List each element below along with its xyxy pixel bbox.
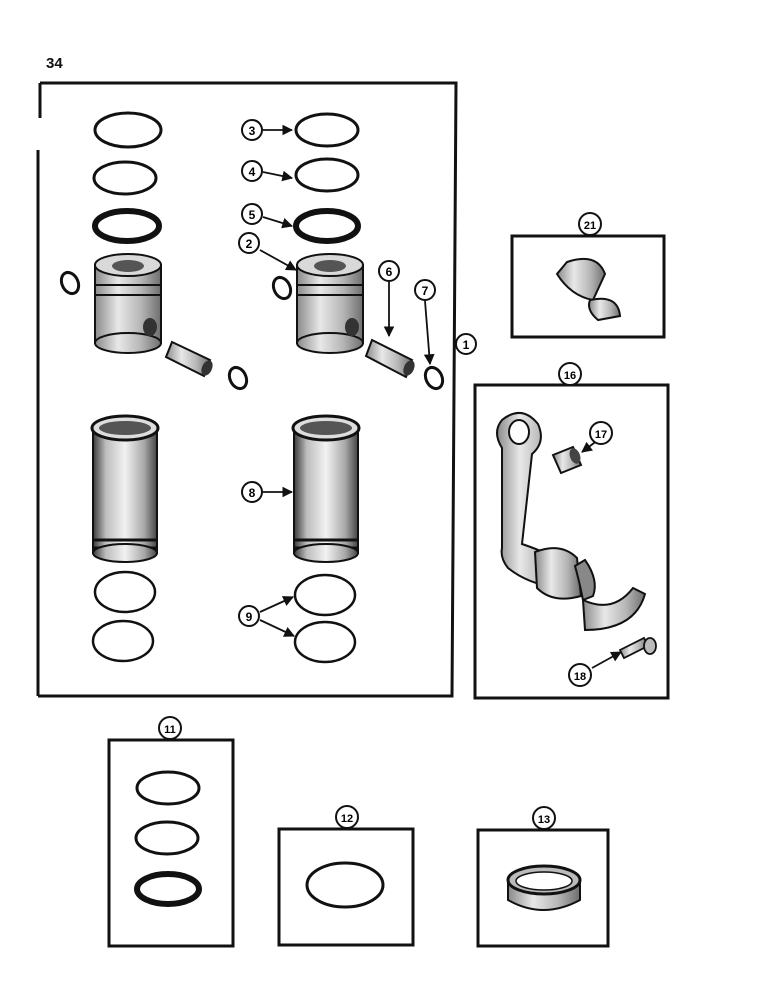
left-liner-seal-b [91,619,155,663]
svg-text:17: 17 [595,429,607,441]
left-liner-seal-a [93,570,157,614]
rod-bearing-shells [533,547,596,602]
callout-11: 11 [158,716,182,740]
kit-11-box [107,738,235,948]
right-liner-seal-b [293,620,357,664]
kit-13-sleeve [506,864,582,911]
svg-text:13: 13 [538,814,550,826]
right-cylinder-liner [291,414,361,563]
right-ring-oil [293,208,361,244]
left-ring-oil [92,208,162,244]
svg-text:16: 16 [564,370,576,382]
kit-11-ring-oil [134,871,202,907]
callout-1: 1 [455,333,477,355]
svg-text:8: 8 [249,486,256,500]
callout-6: 6 [378,260,400,282]
left-ring-middle [92,160,158,196]
callout-21: 21 [578,212,602,236]
rod-cap [581,586,647,632]
left-piston-pin [164,340,213,378]
kit-21-bushing [555,258,622,322]
svg-text:11: 11 [164,724,176,736]
right-ring-top [294,112,360,148]
kit-12-box [277,827,415,947]
svg-text:3: 3 [249,124,256,138]
left-piston [94,253,162,354]
right-ring-middle [294,157,360,193]
callout-5: 5 [241,203,263,225]
main-kit-box [36,81,458,698]
kit-11-ring-middle [134,820,200,856]
callout-3: 3 [241,119,263,141]
svg-text:6: 6 [386,265,393,279]
kit-21-box [510,234,666,339]
right-piston-pin [364,338,415,379]
left-snap-ring-b [227,365,249,391]
svg-text:12: 12 [341,813,353,825]
kit-12-seal-ring [305,861,385,909]
page-number: 34 [46,55,63,72]
callout-13: 13 [532,806,556,830]
callout-4: 4 [241,160,263,182]
right-snap-ring-b [423,365,445,391]
callout-17: 17 [589,421,613,445]
left-ring-top [93,111,163,149]
kit-13-box [476,828,610,948]
callout-2: 2 [238,232,260,254]
svg-text:9: 9 [246,610,253,624]
rod-bolt [618,636,657,660]
callout-8: 8 [241,481,263,503]
svg-text:7: 7 [422,284,429,298]
kit-11-ring-top [135,770,201,806]
small-end-bushing [551,445,583,475]
left-cylinder-liner [90,414,160,563]
svg-text:1: 1 [463,338,470,352]
right-snap-ring-a [271,275,293,301]
callout-18: 18 [568,663,592,687]
svg-text:21: 21 [584,220,596,232]
left-snap-ring-a [59,270,81,296]
right-liner-seal-a [293,573,357,617]
svg-text:2: 2 [246,237,253,251]
callout-16: 16 [558,362,582,386]
callout-7: 7 [414,279,436,301]
svg-text:5: 5 [249,208,256,222]
svg-text:4: 4 [249,165,256,179]
right-piston [296,253,364,354]
callout-9: 9 [238,605,260,627]
callout-12: 12 [335,805,359,829]
svg-text:18: 18 [574,671,586,683]
